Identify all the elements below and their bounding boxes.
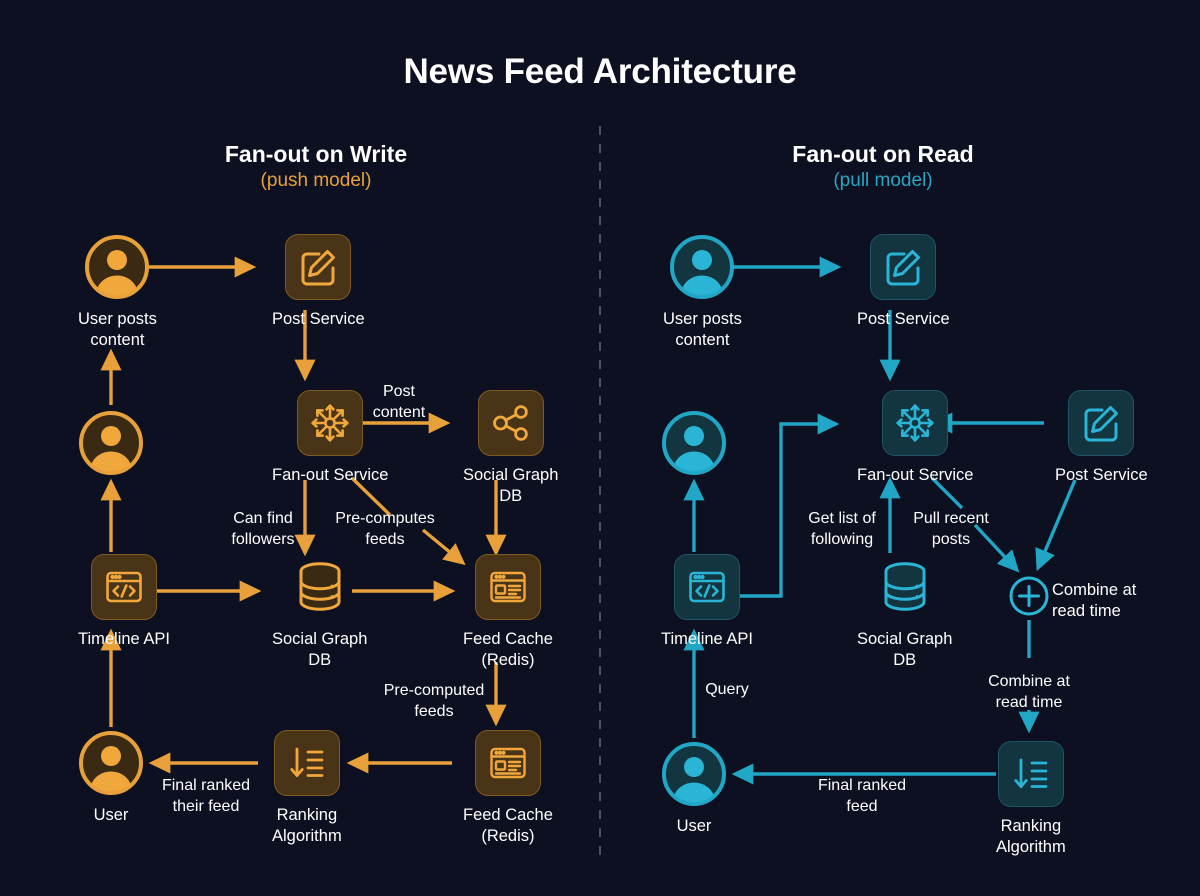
node-label: Post Service <box>857 310 950 328</box>
plus-circle-icon <box>1003 570 1055 622</box>
avatar-icon <box>78 410 144 476</box>
avatar-icon <box>661 741 727 807</box>
node-label: Fan-out Service <box>272 466 389 484</box>
node-label: User posts content <box>78 310 157 349</box>
node-label: Post Service <box>1055 466 1148 484</box>
post-edit-icon <box>870 234 937 300</box>
edge-label-pull-recent-posts: Pull recent posts <box>913 510 989 548</box>
node-user-mid-write[interactable] <box>78 410 144 476</box>
feed-window-icon <box>474 554 541 620</box>
fan-out-icon <box>882 390 949 456</box>
node-user-bottom-read[interactable]: User <box>661 741 727 837</box>
fan-out-icon <box>297 390 364 456</box>
post-edit-icon <box>285 234 352 300</box>
node-feed-cache-2-write[interactable]: Feed Cache (Redis) <box>463 730 553 847</box>
edge-label-final-ranked-feed: Final ranked feed <box>817 777 907 815</box>
database-icon <box>287 554 353 620</box>
node-label: User posts content <box>663 310 742 349</box>
edge-label-post-content: Post content <box>372 383 426 421</box>
column-subheading: (pull model) <box>833 170 933 191</box>
node-label-combine-read: Combine at read time <box>1052 581 1137 620</box>
node-label: Social Graph DB <box>857 630 953 669</box>
sort-desc-icon <box>273 730 340 796</box>
node-fanout-service-write[interactable]: Fan-out Service <box>272 390 388 486</box>
node-user-bottom-write[interactable]: User <box>78 730 144 826</box>
node-label: Feed Cache (Redis) <box>463 806 553 845</box>
node-label: Ranking Algorithm <box>272 806 342 845</box>
feed-window-icon <box>474 730 541 796</box>
edge-label-final-ranked-their-feed: Final ranked their feed <box>161 777 251 815</box>
sort-desc-icon <box>997 741 1064 807</box>
edge-label-get-list-of-following: Get list of following <box>808 510 876 548</box>
avatar-icon <box>78 730 144 796</box>
page-title: News Feed Architecture <box>403 52 797 91</box>
edge-label-precomputes-feeds: Pre-computes feeds <box>335 510 435 548</box>
node-user-mid-read[interactable] <box>661 410 727 476</box>
database-icon <box>872 554 938 620</box>
node-user-posts-content-write[interactable]: User posts content <box>78 234 157 351</box>
column-header-read: Fan-out on Read (pull model) <box>703 140 1063 194</box>
post-edit-icon <box>1068 390 1135 456</box>
edge-label-precomputed-feeds: Pre-computed feeds <box>383 682 485 720</box>
code-window-icon <box>674 554 740 620</box>
edge-label-combine-at-read-time: Combine at read time <box>988 673 1070 711</box>
node-ranking-algorithm-write[interactable]: Ranking Algorithm <box>272 730 342 847</box>
code-window-icon <box>91 554 157 620</box>
column-header-write: Fan-out on Write (push model) <box>136 140 496 194</box>
node-label: User <box>676 817 712 835</box>
column-heading: Fan-out on Write <box>224 141 408 167</box>
node-user-posts-content-read[interactable]: User posts content <box>663 234 742 351</box>
node-post-service-write[interactable]: Post Service <box>272 234 365 330</box>
node-label: User <box>93 806 129 824</box>
node-label: Feed Cache (Redis) <box>463 630 553 669</box>
edge-label-query: Query <box>705 681 749 698</box>
node-label: Social Graph DB <box>463 466 559 505</box>
node-social-graph-db-write[interactable]: Social Graph DB <box>272 554 367 671</box>
node-post-service-right-read[interactable]: Post Service <box>1055 390 1148 486</box>
node-combine-read[interactable] <box>1003 570 1055 622</box>
node-label: Timeline API <box>661 630 754 648</box>
node-label: Ranking Algorithm <box>996 817 1066 856</box>
avatar-icon <box>661 410 727 476</box>
node-ranking-algorithm-read[interactable]: Ranking Algorithm <box>996 741 1066 858</box>
node-label: Fan-out Service <box>857 466 974 484</box>
column-heading: Fan-out on Read <box>792 141 974 167</box>
edge-label-can-find-followers: Can find followers <box>231 510 295 548</box>
node-timeline-api-write[interactable]: Timeline API <box>78 554 170 650</box>
avatar-icon <box>669 234 735 300</box>
share-graph-icon <box>477 390 544 456</box>
node-fanout-service-read[interactable]: Fan-out Service <box>857 390 973 486</box>
node-social-graph-db-top-write[interactable]: Social Graph DB <box>463 390 558 507</box>
node-social-graph-db-read[interactable]: Social Graph DB <box>857 554 952 671</box>
node-timeline-api-read[interactable]: Timeline API <box>661 554 753 650</box>
column-subheading: (push model) <box>260 170 372 191</box>
avatar-icon <box>84 234 150 300</box>
node-label: Post Service <box>272 310 365 328</box>
node-post-service-top-read[interactable]: Post Service <box>857 234 950 330</box>
node-feed-cache-1-write[interactable]: Feed Cache (Redis) <box>463 554 553 671</box>
node-label: Social Graph DB <box>272 630 368 669</box>
node-label: Timeline API <box>78 630 171 648</box>
